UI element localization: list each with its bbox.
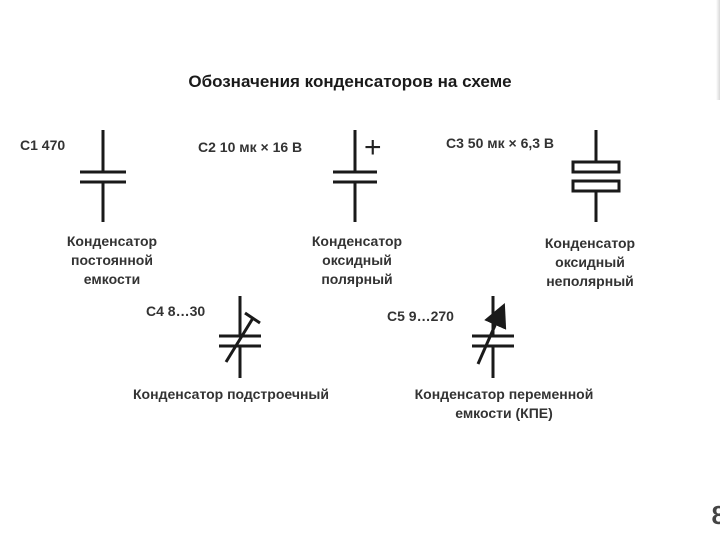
c4-caption: Конденсатор подстроечный [106, 385, 356, 404]
c3-caption-line: Конденсатор [544, 235, 636, 251]
c3-caption-line: оксидный [555, 254, 625, 270]
c5-caption-line: Конденсатор переменной [414, 386, 594, 402]
page-number: 8 [711, 500, 720, 530]
c2-polar-capacitor-symbol [333, 130, 377, 222]
c4-caption-line: Конденсатор подстроечный [133, 386, 329, 402]
page-title: Обозначения конденсаторов на схеме [188, 72, 512, 91]
c4-trimmer-capacitor-symbol [219, 296, 261, 378]
c4-trim-bar [244, 311, 261, 325]
c5-variable-arrow [476, 303, 507, 365]
c3-plate-bottom [571, 179, 621, 193]
plus-sign: + [364, 131, 382, 164]
c3-nonpolar-capacitor-symbol [571, 130, 621, 222]
c3-caption-line: неполярный [546, 273, 634, 289]
c5-caption: Конденсатор переменной емкости (КПЕ) [388, 385, 620, 423]
c4-label: C4 8…30 [146, 303, 206, 319]
c2-label: C2 10 мк × 16 В [198, 139, 303, 155]
c3-label: C3 50 мк × 6,3 В [446, 135, 555, 151]
c1-caption-line: Конденсатор [66, 233, 158, 249]
c5-caption-line: емкости (КПЕ) [455, 405, 553, 421]
c2-caption: Конденсатор оксидный полярный [297, 232, 417, 289]
c1-label: C1 470 [20, 137, 66, 153]
c1-fixed-capacitor-symbol [80, 130, 126, 222]
c1-caption: Конденсатор постоянной емкости [52, 232, 172, 289]
c5-variable-capacitor-symbol [472, 296, 514, 378]
c2-caption-line: Конденсатор [311, 233, 403, 249]
c2-caption-line: полярный [321, 271, 393, 287]
c4-trim-line [224, 317, 255, 363]
c3-plate-top [571, 160, 621, 174]
c2-caption-line: оксидный [322, 252, 392, 268]
c1-caption-line: постоянной [71, 252, 153, 268]
c3-caption: Конденсатор оксидный неполярный [530, 234, 650, 291]
slide-edge [716, 0, 720, 100]
c5-label: C5 9…270 [387, 308, 454, 324]
c1-caption-line: емкости [83, 271, 141, 287]
